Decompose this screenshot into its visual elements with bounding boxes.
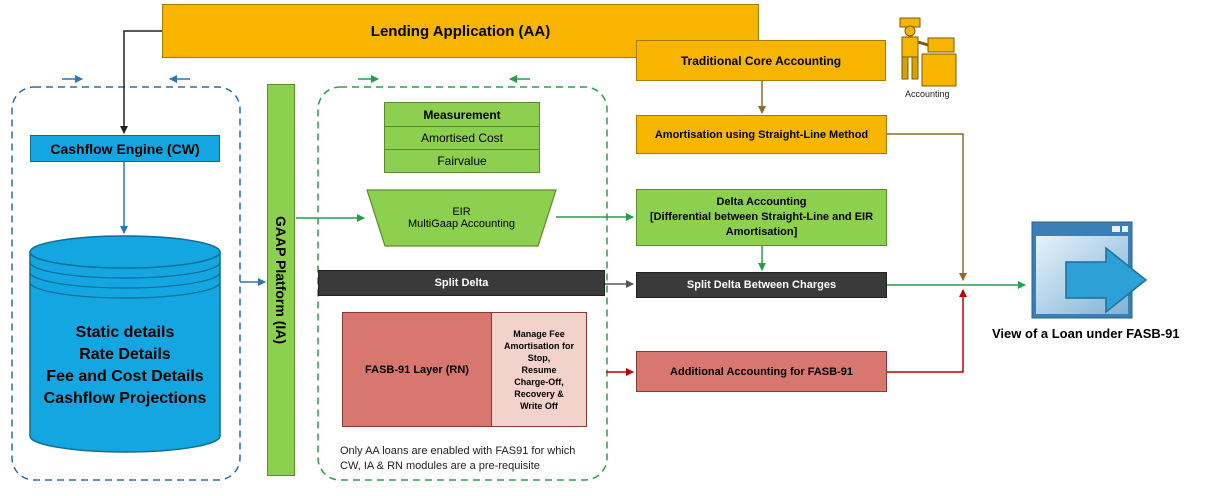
- manage-fee-line-5: Charge-Off,: [514, 376, 564, 387]
- manage-fee-line-7: Write Off: [520, 400, 558, 411]
- loan-view-window-icon: [1031, 221, 1148, 319]
- eir-line-1: EIR: [452, 206, 471, 218]
- split-delta-between-charges-box: Split Delta Between Charges: [636, 272, 887, 298]
- manage-fee-line-3: Stop,: [527, 352, 551, 363]
- additional-accounting-box: Additional Accounting for FASB-91: [636, 351, 887, 392]
- manage-fee-line-2: Amortisation for: [503, 340, 574, 351]
- fasb91-layer-box: FASB-91 Layer (RN): [342, 312, 492, 427]
- view-loan-caption: View of a Loan under FASB-91: [992, 326, 1180, 341]
- db-line-rate: Rate Details: [79, 346, 171, 363]
- eir-line-2: MultiGaap Accounting: [407, 218, 515, 230]
- db-line-static: Static details: [75, 324, 175, 341]
- note-line-2: CW, IA & RN modules are a pre-requisite: [340, 460, 540, 472]
- manage-fee-line-4: Resume: [521, 364, 557, 375]
- cashflow-engine-box: Cashflow Engine (CW): [30, 135, 220, 162]
- measurement-fairvalue: Fairvalue: [384, 149, 540, 173]
- split-delta-bar: Split Delta: [318, 270, 605, 296]
- delta-line-3: Amortisation]: [725, 226, 798, 238]
- delta-accounting-box: Delta Accounting [Differential between S…: [636, 189, 887, 246]
- eir-trapezoid: [366, 189, 557, 247]
- eir-label: EIR MultiGaap Accounting: [385, 196, 538, 240]
- db-line-projections: Cashflow Projections: [43, 390, 207, 407]
- accounting-caption: Accounting: [905, 89, 950, 99]
- delta-line-1: Delta Accounting: [716, 196, 807, 208]
- db-line-fee: Fee and Cost Details: [46, 368, 204, 385]
- accountant-person-icon: [899, 17, 957, 87]
- note-line-1: Only AA loans are enabled with FAS91 for…: [340, 445, 576, 457]
- traditional-core-accounting-box: Traditional Core Accounting: [636, 40, 886, 81]
- manage-fee-line-6: Recovery &: [514, 388, 564, 399]
- delta-line-2: [Differential between Straight-Line and …: [649, 211, 874, 223]
- prerequisite-note: Only AA loans are enabled with FAS91 for…: [340, 444, 620, 474]
- manage-fee-line-1: Manage Fee: [513, 328, 565, 339]
- manage-fee-box: Manage Fee Amortisation for Stop, Resume…: [491, 312, 587, 427]
- gaap-platform-bar: GAAP Platform (IA): [267, 84, 295, 476]
- measurement-header: Measurement: [384, 102, 540, 127]
- gaap-platform-label: GAAP Platform (IA): [273, 215, 289, 345]
- cashflow-database-cylinder: [29, 235, 221, 453]
- measurement-amortised-cost: Amortised Cost: [384, 126, 540, 150]
- amortisation-straight-line-box: Amortisation using Straight-Line Method: [636, 115, 887, 154]
- cashflow-database-text: Static details Rate Details Fee and Cost…: [30, 322, 220, 410]
